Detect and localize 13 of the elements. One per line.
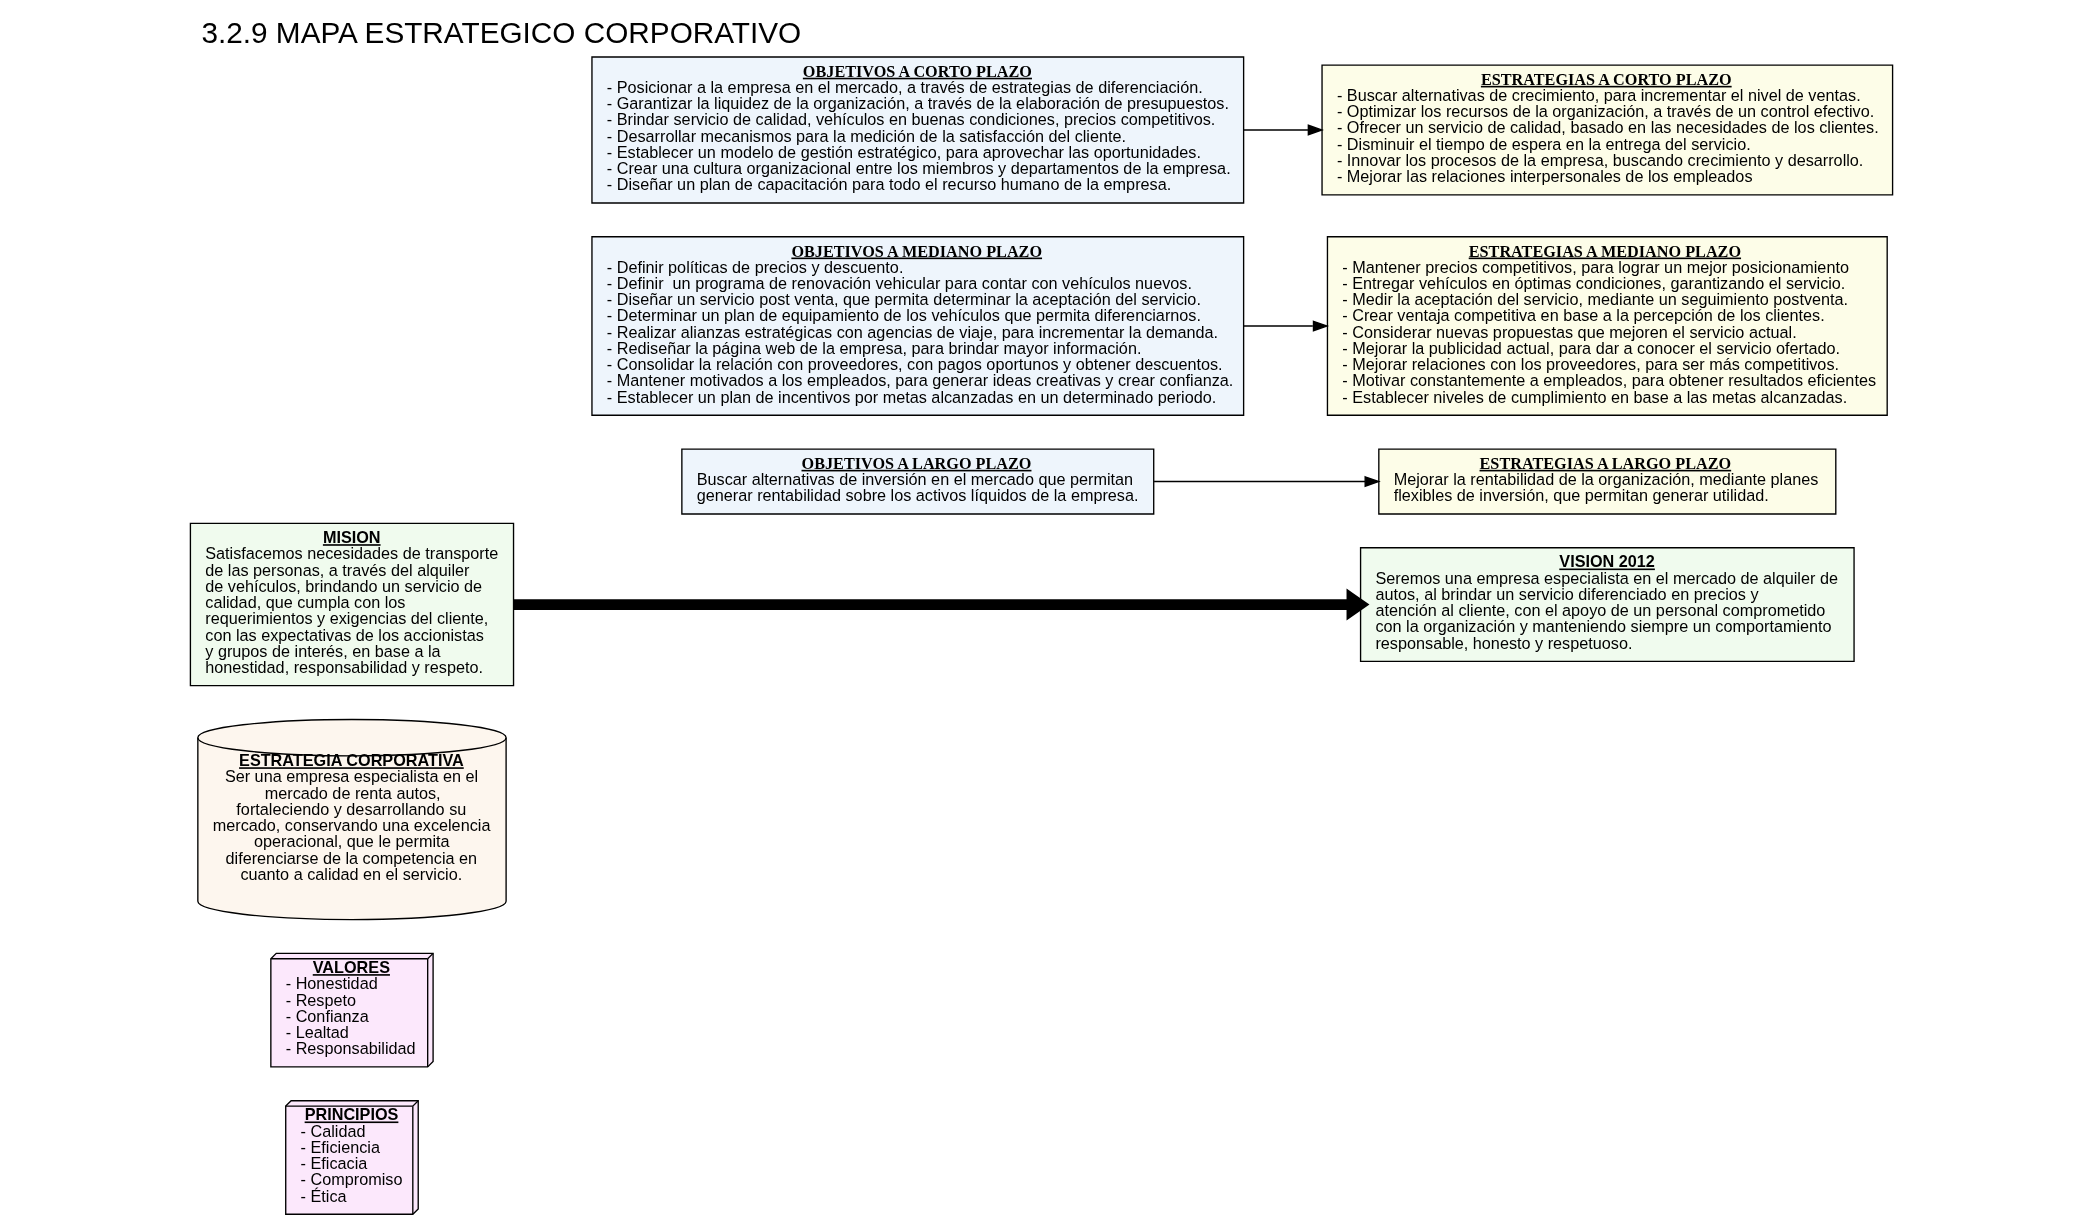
arrow [1153, 475, 1381, 488]
diagram-title: 3.2.9 MAPA ESTRATEGICO CORPORATIVO [201, 15, 802, 49]
node-box: ESTRATEGIAS A MEDIANO PLAZO - Mantener precios competitivos, para lograr un mejor posicionamiento - Entregar vehículos en óptimas condiciones, garantizando el servicio. - Medir la aceptación del servicio, mediante un seguimiento postventa. - Crear ventaja competitiva en base a la percepción de los clientes. - Considerar nuevas propuestas que mejoren el servicio actual. - Mejorar la publicidad actual, para dar a conocer el servicio ofertado. - Mejorar relaciones con los proveedores, para ser más competitivos. - Motivar constantemente a empleados, para obtener resultados eficientes - Establecer niveles de cumplimiento en base a las metas alcanzadas. [1326, 236, 1888, 416]
node-box: ESTRATEGIAS A LARGO PLAZO Mejorar la rentabilidad de la organización, mediante planes flexibles de inversión, que permitan generar utilidad. [1378, 448, 1837, 515]
node-box: VISION 2012 Seremos una empresa especialista en el mercado de alquiler de autos, al brindar un servicio diferenciado en precios y atención al cliente, con el apoyo de un personal comprometido con la organización y manteniendo siempre un comportamiento responsable, honesto y respetuoso. [1359, 547, 1855, 662]
node-box: OBJETIVOS A CORTO PLAZO - Posicionar a la empresa en el mercado, a través de estrategias de diferenciación. - Garantizar la liquidez de la organización, a través de la elaboración de presupuestos. - Brindar servicio de calidad, vehículos en buenas condiciones, precios competitivos. - Desarrollar mecanismos para la medición de la satisfacción del cliente. - Establecer un modelo de gestión estratégico, para aprovechar las oportunidades. - Crear una cultura organizacional entre los miembros y departamentos de la empresa. - Diseñar un plan de capacitación para todo el recurso humano de la empresa. [591, 56, 1245, 204]
node-box: ESTRATEGIAS A CORTO PLAZO - Buscar alternativas de crecimiento, para incrementar el nivel de ventas. - Optimizar los recursos de la organización, a través de un control efectivo. - Ofrecer un servicio de calidad, basado en las necesidades de los clientes. - Disminuir el tiempo de espera en la entrega del servicio. - Innovar los procesos de la empresa, buscando crecimiento y desarrollo. - Mejorar las relaciones interpersonales de los empleados [1321, 64, 1894, 196]
node-box: MISION Satisfacemos necesidades de transporte de las personas, a través del alquiler de vehículos, brindando un servicio de calidad, que cumpla con los requerimientos y exigencias del cliente, con las expectativas de los accionistas y grupos de interés, en base a la honestidad, responsabilidad y respeto. [189, 522, 515, 687]
arrow [1243, 320, 1330, 332]
arrow [1243, 124, 1324, 136]
node-box: OBJETIVOS A MEDIANO PLAZO - Definir políticas de precios y descuento. - Definir un programa de renovación vehicular para contar con vehículos nuevos. - Diseñar un servicio post venta, que permita determinar la aceptación del servicio. - Determinar un plan de equipamiento de los vehículos que permita diferenciarnos. - Realizar alianzas estratégicas con agencias de viaje, para incrementar la demanda. - Rediseñar la página web de la empresa, para brindar mayor información. - Consolidar la relación con proveedores, con pagos oportunos y obtener descuentos. - Mantener motivados a los empleados, para generar ideas creativas y crear confianza. - Establecer un plan de incentivos por metas alcanzadas en un determinado periodo. [591, 236, 1245, 416]
arrow [513, 588, 1370, 621]
node-box: OBJETIVOS A LARGO PLAZO Buscar alternativas de inversión en el mercado que permitan generar rentabilidad sobre los activos líquidos de la empresa. [681, 448, 1155, 515]
